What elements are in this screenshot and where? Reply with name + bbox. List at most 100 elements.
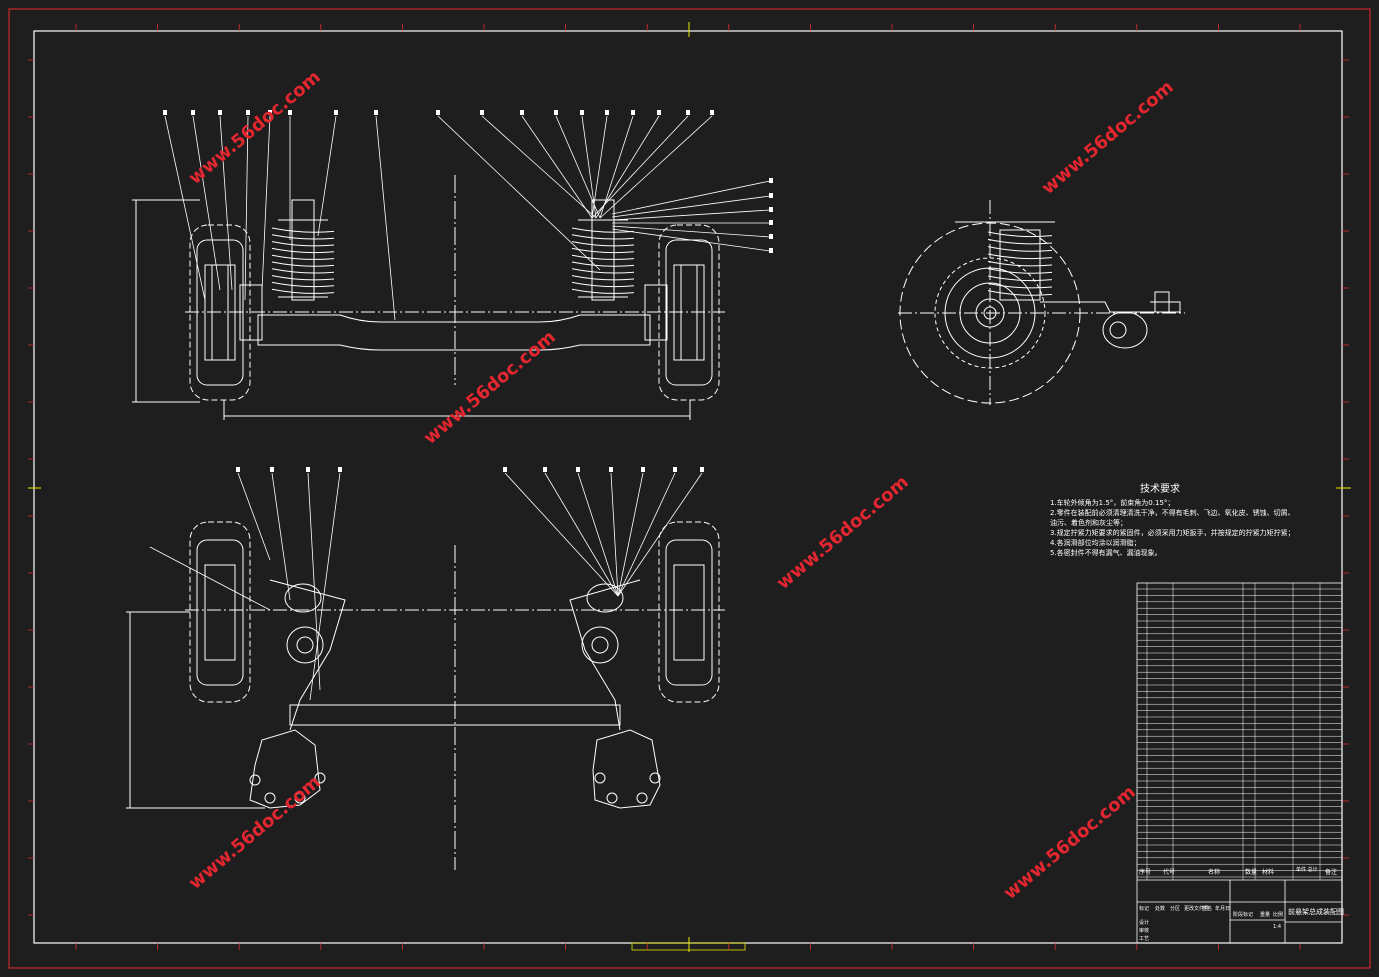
leader-line (271, 472, 291, 601)
item-number-tag (288, 110, 292, 115)
sign-label: 年月日 (1215, 905, 1230, 912)
header-qty: 数量 (1245, 868, 1257, 876)
item-number-tag (236, 467, 240, 472)
item-number-tag (338, 467, 342, 472)
top-view-leader-lines (149, 467, 704, 701)
top-view (126, 521, 725, 870)
watermark: www.56doc.com (1000, 782, 1140, 904)
item-number-tag (605, 110, 609, 115)
header-code: 代号 (1163, 868, 1175, 876)
front-view-leader-lines (163, 110, 773, 321)
leader-line (611, 195, 771, 218)
side-view-spring (987, 231, 1053, 296)
leader-line (307, 472, 321, 691)
leader-line (617, 472, 676, 597)
watermark: www.56doc.com (420, 327, 560, 449)
item-number-tag (246, 110, 250, 115)
role-label: 审核 (1139, 927, 1149, 934)
leader-line (481, 115, 597, 219)
parts-list (1137, 583, 1342, 880)
sign-label: 签名 (1202, 905, 1212, 912)
sign-label: 更改文件号 (1184, 905, 1209, 912)
leader-line (611, 180, 771, 215)
watermark: www.56doc.com (773, 472, 913, 594)
item-number-tag (268, 110, 272, 115)
leader-line (581, 115, 597, 219)
sheet-frame (8, 8, 1371, 969)
item-number-tag (503, 467, 507, 472)
header-seq: 序号 (1139, 868, 1151, 876)
scale-label: 比例 (1273, 911, 1283, 918)
leader-line (149, 546, 271, 611)
item-number-tag (769, 178, 773, 183)
item-number-tag (700, 467, 704, 472)
zone-marks (28, 24, 1349, 950)
item-number-tag (631, 110, 635, 115)
item-number-tag (576, 467, 580, 472)
item-number-tag (374, 110, 378, 115)
title-block (1136, 582, 1343, 944)
item-number-tag (609, 467, 613, 472)
leader-line (544, 472, 619, 597)
item-number-tag (769, 193, 773, 198)
item-number-tag (657, 110, 661, 115)
leader-line (309, 472, 341, 701)
item-number-tag (436, 110, 440, 115)
sign-label: 标记 (1139, 905, 1149, 912)
tech-req-line: 1.车轮外倾角为1.5°，前束角为0.15°； (1050, 498, 1174, 507)
item-number-tag (218, 110, 222, 115)
item-number-tag (520, 110, 524, 115)
header-note: 备注 (1325, 868, 1337, 876)
item-number-tag (769, 220, 773, 225)
leader-line (261, 115, 271, 291)
coil-spring (271, 227, 335, 294)
leader-line (237, 472, 271, 561)
leader-line (192, 115, 221, 291)
tech-req-title: 技术要求 (1140, 482, 1180, 495)
front-view (132, 175, 725, 420)
item-number-tag (580, 110, 584, 115)
title-block-text: 序号 代号 名称 数量 材料 单件 总计 备注 前悬架总成装配图 标记 处数 分… (1139, 866, 1344, 942)
watermark: www.56doc.com (185, 772, 325, 894)
role-label: 设计 (1139, 919, 1149, 926)
leader-line (219, 115, 233, 291)
sign-label: 处数 (1155, 905, 1165, 912)
drawing-name: 前悬架总成装配图 (1288, 907, 1344, 916)
leader-line (617, 472, 703, 597)
tech-req-line: 3.规定拧紧力矩要求的紧固件，必须采用力矩扳手，并按规定的拧紧力矩拧紧； (1050, 528, 1295, 537)
leader-line (521, 115, 593, 219)
item-number-tag (334, 110, 338, 115)
stage-label: 阶段标记 (1233, 911, 1253, 918)
leader-line (611, 225, 771, 238)
item-number-tag (543, 467, 547, 472)
watermark: www.56doc.com (185, 67, 325, 189)
role-label: 工艺 (1139, 936, 1149, 942)
tech-req-line: 油污、着色剂和灰尘等； (1050, 518, 1127, 527)
leader-line (611, 228, 771, 252)
leader-line (599, 115, 713, 219)
leader-line (617, 472, 644, 597)
leader-line (595, 115, 660, 219)
scale-value: 1:4 (1273, 924, 1281, 930)
leader-line (375, 115, 396, 321)
technical-requirements: 技术要求 1.车轮外倾角为1.5°，前束角为0.15°； 2.零件在装配前必须清… (1050, 482, 1295, 557)
item-number-tag (163, 110, 167, 115)
item-number-tag (769, 207, 773, 212)
item-number-tag (191, 110, 195, 115)
item-number-tag (710, 110, 714, 115)
item-number-tag (769, 248, 773, 253)
watermark: www.56doc.com (1038, 77, 1178, 199)
item-number-tag (480, 110, 484, 115)
item-number-tag (673, 467, 677, 472)
leader-line (591, 115, 689, 219)
watermarks: www.56doc.com www.56doc.com www.56doc.co… (185, 67, 1178, 904)
header-weight: 单件 总计 (1296, 866, 1318, 873)
item-number-tag (686, 110, 690, 115)
item-number-tag (641, 467, 645, 472)
item-number-tag (306, 467, 310, 472)
leader-line (437, 115, 601, 271)
sign-label: 分区 (1170, 905, 1180, 912)
coil-springs (271, 227, 635, 294)
leader-line (599, 115, 634, 219)
